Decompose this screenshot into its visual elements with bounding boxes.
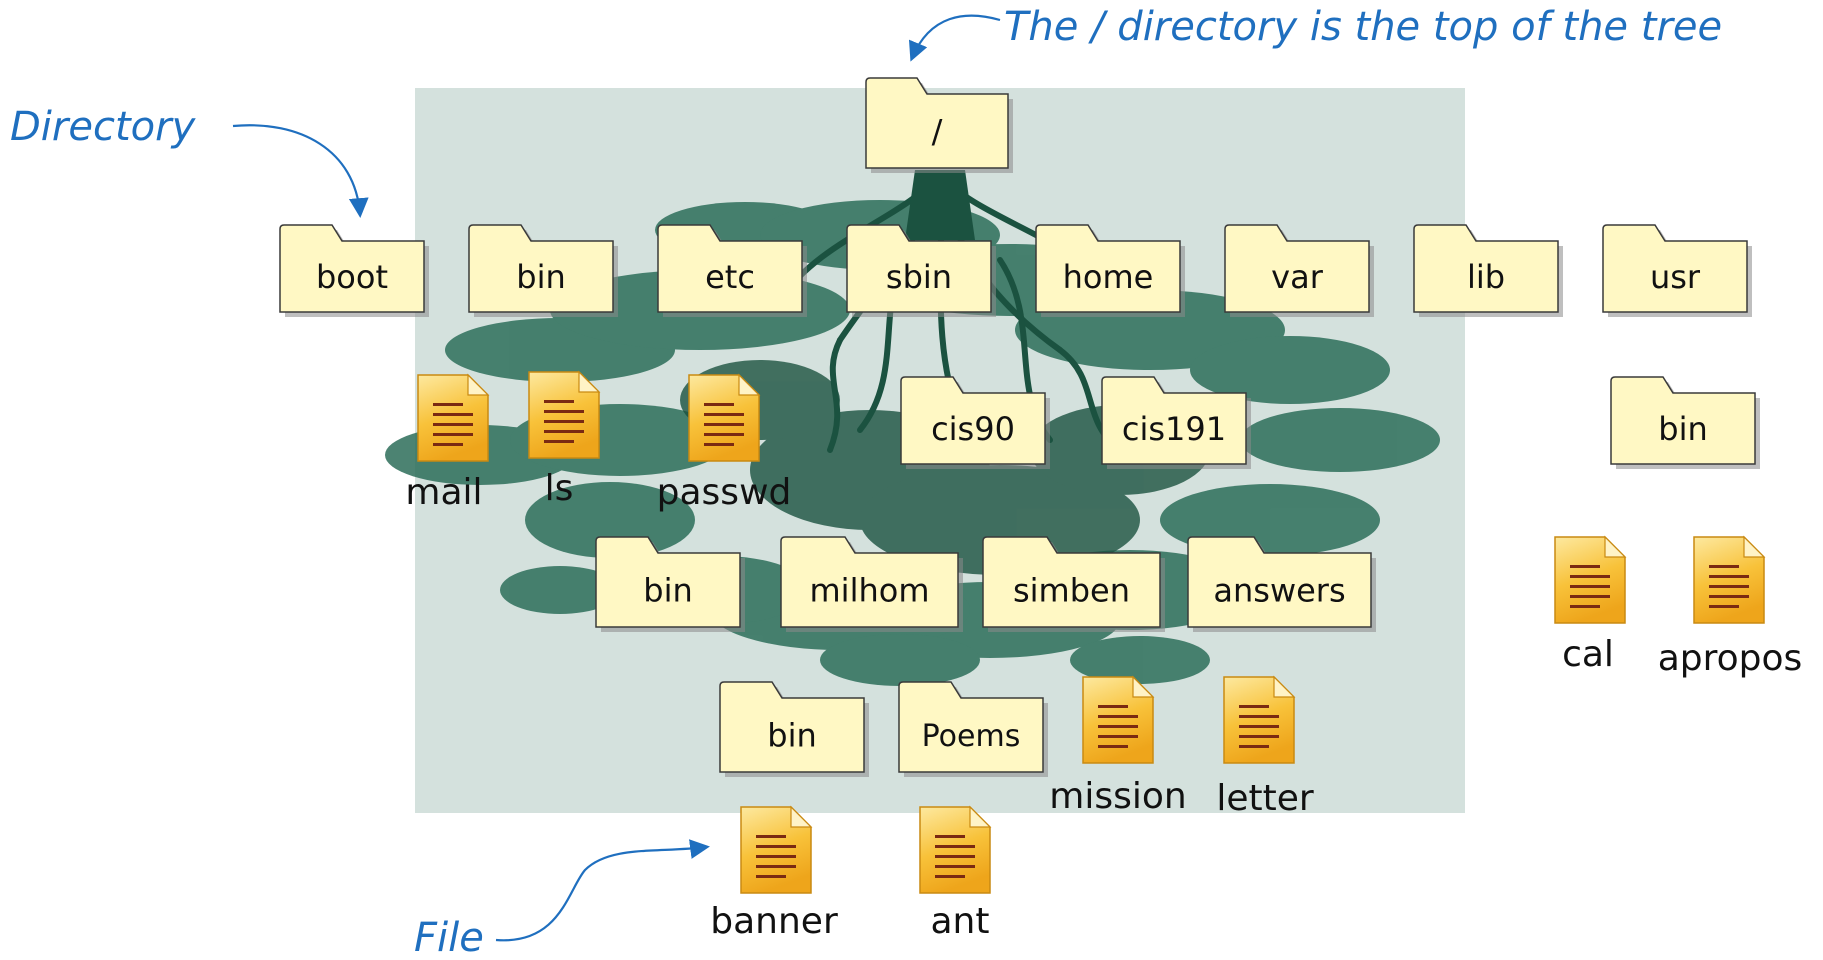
folder-label: / — [932, 113, 943, 151]
file-mail[interactable]: mail — [405, 373, 490, 513]
document-icon — [1554, 535, 1627, 624]
folder-cis90[interactable]: cis90 — [900, 376, 1050, 469]
file-apropos[interactable]: apropos — [1658, 535, 1803, 679]
folder-icon — [898, 681, 1044, 773]
file-ant[interactable]: ant — [919, 805, 992, 942]
file-label: banner — [710, 901, 838, 942]
folder-cis90-milhom[interactable]: milhom — [780, 536, 963, 632]
file-passwd[interactable]: passwd — [657, 373, 792, 513]
folder-label: simben — [1013, 572, 1130, 610]
folder-label: cis191 — [1122, 410, 1226, 448]
folder-icon — [719, 681, 865, 773]
folder-sbin[interactable]: sbin — [846, 224, 996, 317]
folder-icon — [982, 536, 1161, 628]
file-annotation-text: File — [414, 915, 484, 960]
folder-icon — [1602, 224, 1748, 313]
folder-label: boot — [316, 258, 388, 296]
folder-bin[interactable]: bin — [468, 224, 618, 317]
folder-cis90-simben[interactable]: simben — [982, 536, 1165, 632]
file-label: cal — [1562, 634, 1614, 675]
folder-label: sbin — [886, 258, 952, 296]
folder-cis90-bin[interactable]: bin — [595, 536, 745, 632]
folder-label: Poems — [922, 719, 1021, 754]
folder-label: bin — [767, 717, 816, 755]
file-annotation-arrow — [495, 839, 710, 942]
folder-label: bin — [516, 258, 565, 296]
directory-annotation-text: Directory — [10, 104, 197, 150]
folder-icon — [1224, 224, 1370, 313]
folder-icon — [900, 376, 1046, 465]
folder-home[interactable]: home — [1035, 224, 1185, 317]
top-annotation-arrow — [908, 14, 1001, 62]
folder-var[interactable]: var — [1224, 224, 1374, 317]
folder-label: bin — [643, 572, 692, 610]
folder-label: lib — [1467, 258, 1505, 296]
folder-icon — [595, 536, 741, 628]
folder-label: cis90 — [931, 410, 1015, 448]
folder-icon — [657, 224, 803, 313]
file-label: apropos — [1658, 638, 1803, 679]
folder-label: usr — [1650, 258, 1701, 296]
folder-icon — [865, 77, 1009, 169]
top-annotation-text: The / directory is the top of the tree — [1004, 4, 1722, 50]
folder-user-bin[interactable]: bin — [719, 681, 869, 777]
file-label: mail — [405, 472, 482, 513]
folder-boot[interactable]: boot — [279, 224, 429, 317]
folder-lib[interactable]: lib — [1413, 224, 1563, 317]
folder-icon — [1101, 376, 1247, 465]
document-icon — [528, 370, 601, 459]
folder-label: home — [1063, 258, 1154, 296]
folder-label: answers — [1213, 572, 1345, 610]
folder-usr-bin[interactable]: bin — [1610, 376, 1760, 469]
file-mission[interactable]: mission — [1049, 675, 1187, 817]
folder-icon — [1413, 224, 1559, 313]
file-label: mission — [1049, 776, 1186, 817]
file-label: ant — [931, 901, 990, 942]
folder-icon — [846, 224, 992, 313]
folder-label: bin — [1658, 410, 1707, 448]
document-icon — [919, 805, 992, 894]
folder-icon — [780, 536, 959, 628]
directory-annotation-arrow — [232, 124, 369, 218]
annotations: The / directory is the top of the tree D… — [10, 4, 1722, 960]
document-icon — [740, 805, 813, 894]
folder-icon — [468, 224, 614, 313]
folder-label: var — [1271, 258, 1324, 296]
document-icon — [1693, 535, 1766, 624]
folder-icon — [1035, 224, 1181, 313]
folder-icon — [279, 224, 425, 313]
tree-nodes: / boot bin etc sbin home var lib usr cis90 cis191 b… — [279, 77, 1803, 942]
folder-icon — [1610, 376, 1756, 465]
folder-etc[interactable]: etc — [657, 224, 807, 317]
folder-root[interactable]: / — [865, 77, 1013, 173]
file-label: passwd — [657, 472, 792, 513]
file-ls[interactable]: ls — [528, 370, 601, 509]
document-icon — [688, 373, 761, 462]
file-label: letter — [1216, 778, 1314, 819]
folder-cis90-answers[interactable]: answers — [1187, 536, 1376, 632]
folder-label: milhom — [810, 572, 930, 610]
file-label: ls — [545, 468, 574, 509]
folder-icon — [1187, 536, 1372, 628]
folder-label: etc — [705, 258, 755, 296]
folder-poems[interactable]: Poems — [898, 681, 1048, 777]
document-icon — [417, 373, 490, 462]
folder-usr[interactable]: usr — [1602, 224, 1752, 317]
file-cal[interactable]: cal — [1554, 535, 1627, 675]
document-icon — [1082, 675, 1155, 764]
file-letter[interactable]: letter — [1216, 675, 1314, 819]
file-banner[interactable]: banner — [710, 805, 838, 942]
folder-cis191[interactable]: cis191 — [1101, 376, 1251, 469]
document-icon — [1223, 675, 1296, 764]
